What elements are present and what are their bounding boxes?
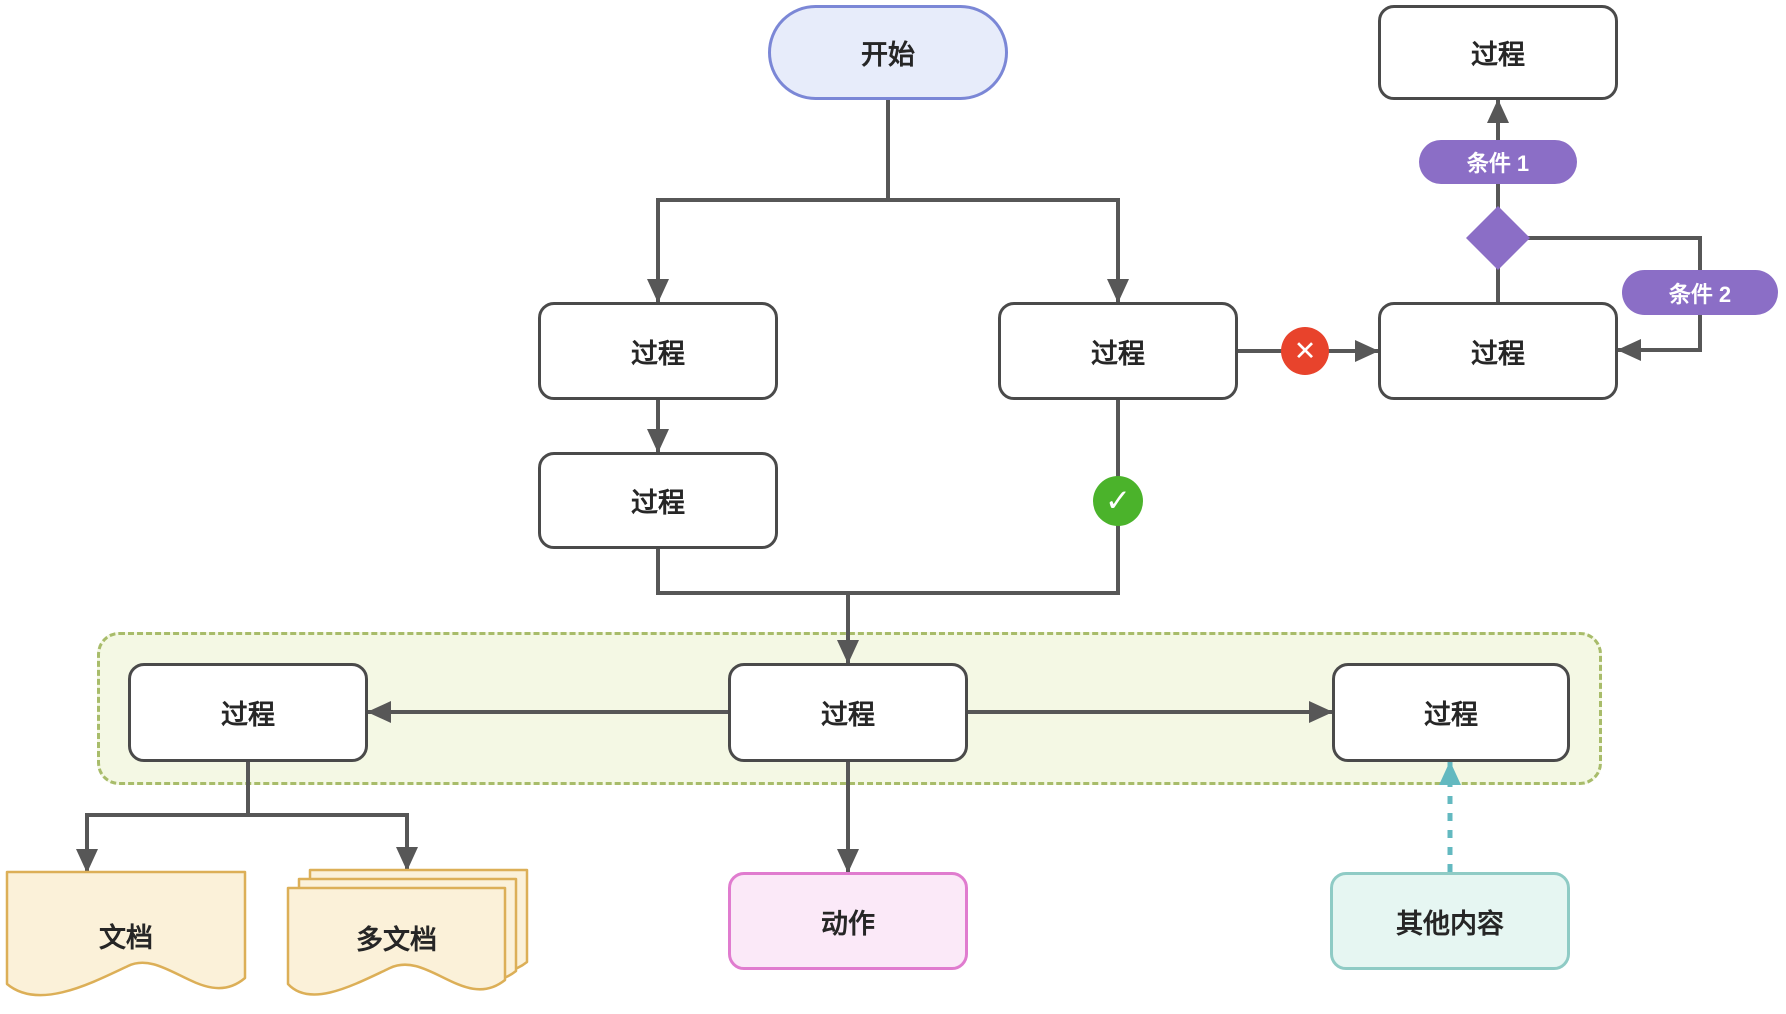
action-node: 动作 — [728, 872, 968, 970]
condition2-edge-label: 条件 2 — [1622, 270, 1778, 315]
process-node-group-left: 过程 — [128, 663, 368, 762]
process-node-left-a: 过程 — [538, 302, 778, 400]
process-label: 过程 — [631, 338, 685, 369]
start-label: 开始 — [861, 40, 915, 70]
process-label: 过程 — [1091, 338, 1145, 369]
start-node: 开始 — [768, 5, 1008, 100]
condition1-text: 条件 1 — [1466, 151, 1530, 176]
process-label: 过程 — [1424, 700, 1478, 730]
condition2-text: 条件 2 — [1668, 281, 1732, 307]
process-node-right: 过程 — [1378, 302, 1618, 400]
other-content-label: 其他内容 — [1396, 908, 1504, 939]
edge-left-branch-merge — [656, 546, 850, 595]
other-content-node: 其他内容 — [1330, 872, 1570, 970]
process-label: 过程 — [1471, 338, 1525, 369]
edge-mid-branch-merge — [846, 398, 1120, 595]
action-label: 动作 — [821, 908, 875, 939]
success-badge: ✓ — [1093, 476, 1143, 526]
document-node-label: 文档 — [99, 922, 153, 953]
decision-diamond — [1466, 206, 1530, 270]
process-label: 过程 — [1471, 40, 1525, 70]
document-shape — [5, 870, 247, 997]
check-icon: ✓ — [1105, 483, 1131, 518]
process-node-group-center: 过程 — [728, 663, 968, 762]
fail-badge: ✕ — [1281, 327, 1329, 375]
condition1-edge-label: 条件 1 — [1419, 140, 1577, 184]
process-label: 过程 — [821, 700, 875, 730]
process-node-left-b: 过程 — [538, 452, 778, 549]
process-label: 过程 — [221, 700, 275, 730]
process-label: 过程 — [631, 488, 685, 518]
process-node-mid: 过程 — [998, 302, 1238, 400]
process-node-group-right: 过程 — [1332, 663, 1570, 762]
process-node-top-right: 过程 — [1378, 5, 1618, 100]
multi-document-node-label: 多文档 — [356, 924, 437, 955]
x-icon: ✕ — [1293, 335, 1317, 366]
multi-document-page-front — [286, 886, 507, 996]
